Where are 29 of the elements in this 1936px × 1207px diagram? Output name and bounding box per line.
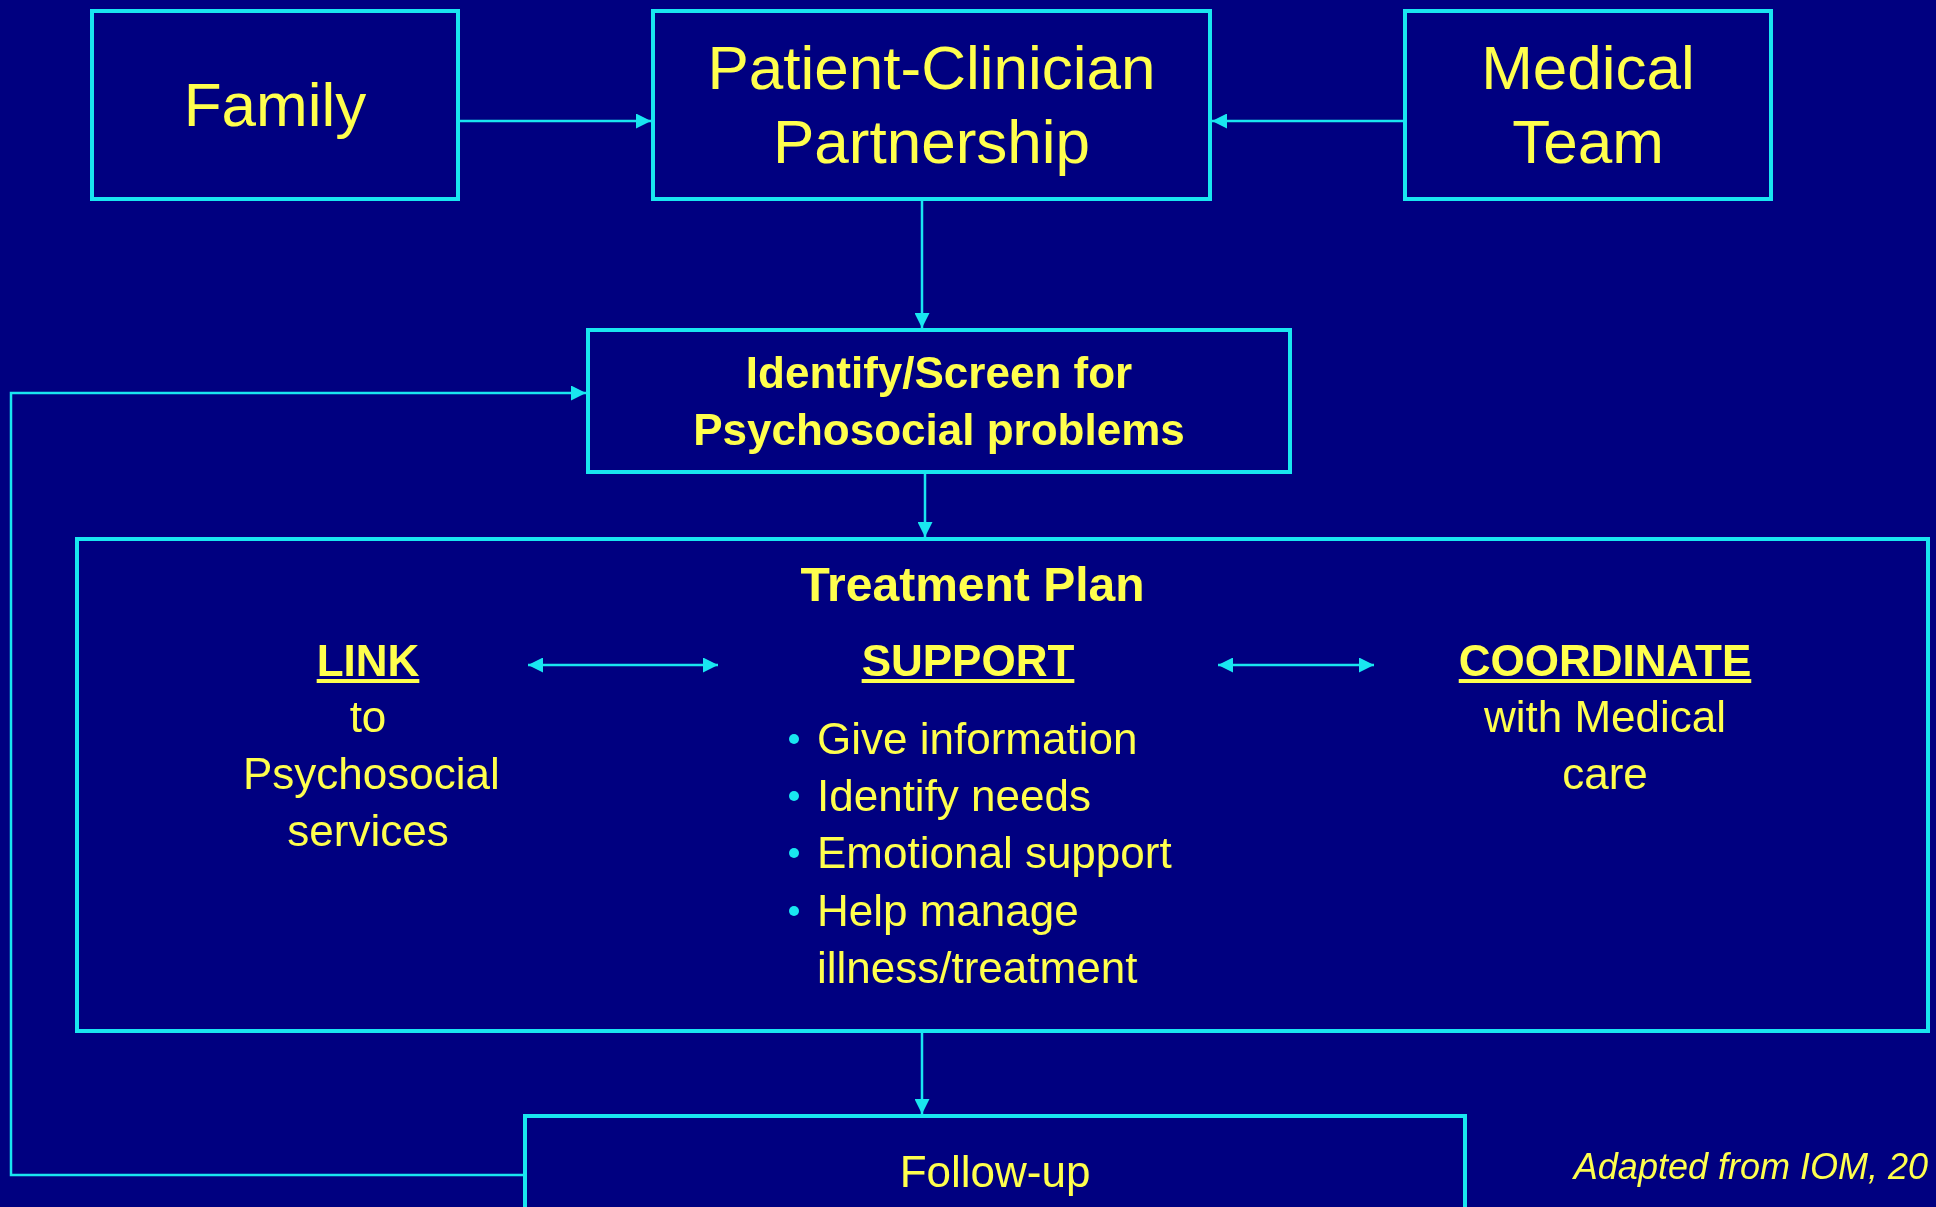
arrow xyxy=(460,113,651,129)
node-title: Identify/Screen for Psychosocial problems xyxy=(692,346,1186,456)
group-title: Treatment Plan xyxy=(800,557,1145,613)
bullet-text: Give information xyxy=(817,713,1139,765)
node-title: Follow-up xyxy=(899,1146,1091,1198)
arrow xyxy=(1212,113,1403,129)
bullet-text: Identify needs xyxy=(817,770,1092,823)
node-title: Medical Team xyxy=(1480,31,1696,178)
arrow xyxy=(914,201,930,328)
group-box xyxy=(75,537,1930,1033)
node-title: Patient-Clinician Partnership xyxy=(706,31,1157,178)
arrow xyxy=(914,1033,930,1114)
process-box xyxy=(651,9,1212,201)
arrow xyxy=(9,385,586,1177)
arrow xyxy=(1218,657,1374,673)
column-heading: SUPPORT xyxy=(861,635,1075,687)
bullet-text: Help manage illness/treatment xyxy=(817,884,1139,994)
arrow xyxy=(917,474,933,537)
column-heading: COORDINATE xyxy=(1458,635,1752,687)
source-note: Adapted from IOM, 20 xyxy=(1573,1145,1928,1189)
column-heading: LINK xyxy=(316,635,420,687)
process-box xyxy=(523,1114,1467,1207)
process-box xyxy=(586,328,1292,474)
bullet-text: Emotional support xyxy=(817,827,1173,880)
process-box xyxy=(1403,9,1773,201)
column-text: with Medical care xyxy=(1482,691,1728,801)
node-title: Family xyxy=(182,68,368,141)
process-box xyxy=(90,9,460,201)
arrow xyxy=(528,657,718,673)
